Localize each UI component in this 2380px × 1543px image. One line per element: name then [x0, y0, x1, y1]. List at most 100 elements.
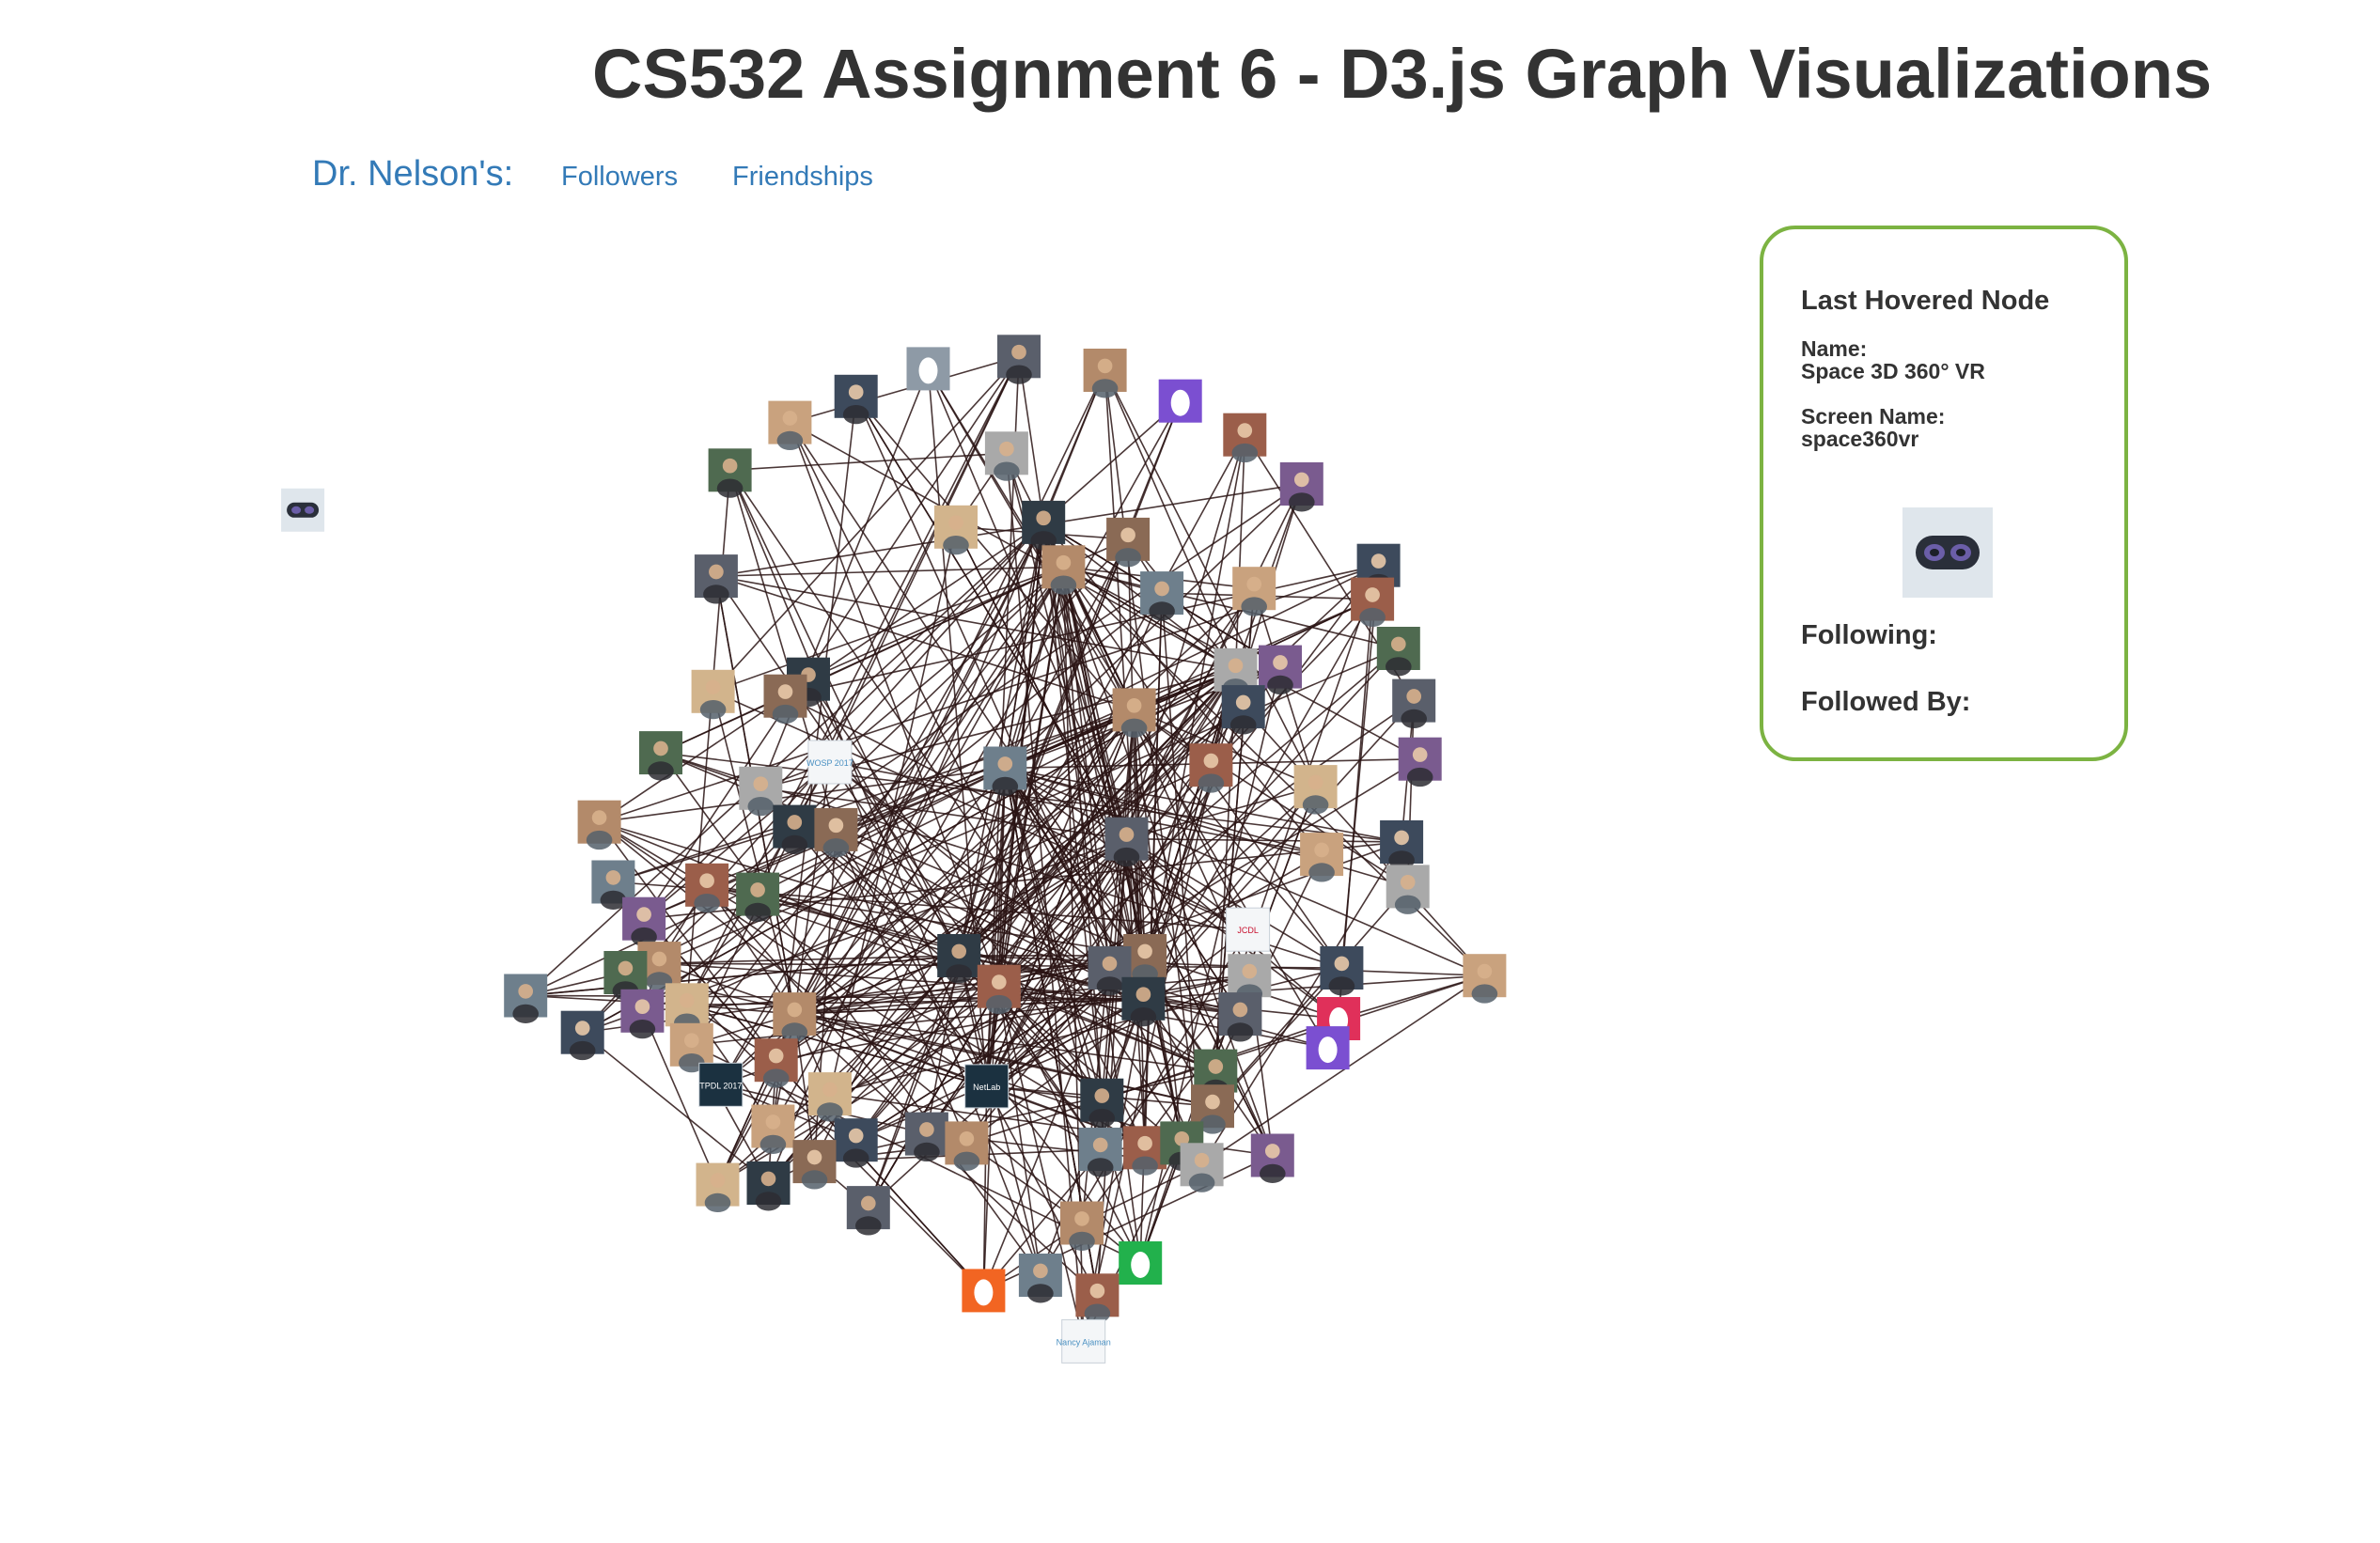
profile-photo-icon[interactable] — [560, 1010, 604, 1061]
logo-avatar-icon[interactable]: Nancy Ajaman — [1057, 1318, 1111, 1364]
profile-photo-icon[interactable] — [754, 1038, 798, 1088]
profile-photo-icon[interactable] — [694, 554, 738, 604]
profile-photo-icon[interactable] — [1112, 688, 1156, 738]
profile-photo-icon[interactable] — [736, 872, 780, 923]
profile-photo-icon[interactable] — [1060, 1201, 1104, 1251]
profile-photo-icon[interactable] — [1232, 567, 1276, 616]
profile-photo-icon[interactable] — [696, 1162, 740, 1213]
graph-link — [1142, 700, 1415, 1000]
profile-photo-icon[interactable] — [620, 989, 665, 1039]
graph-link — [525, 522, 1044, 997]
profile-photo-icon[interactable] — [814, 807, 858, 858]
graph-link — [691, 997, 1144, 1046]
profile-photo-icon[interactable] — [739, 766, 783, 817]
profile-photo-icon[interactable] — [591, 860, 635, 910]
graph-link — [643, 355, 1020, 920]
profile-photo-icon[interactable] — [577, 800, 621, 850]
graph-link — [793, 566, 1065, 1015]
logo-avatar-icon[interactable]: JCDL — [1226, 907, 1271, 952]
profile-photo-icon[interactable] — [807, 1072, 852, 1122]
profile-photo-icon[interactable] — [1279, 462, 1323, 512]
profile-photo-icon[interactable] — [751, 1104, 795, 1154]
profile-photo-icon[interactable] — [1080, 1078, 1124, 1129]
graph-link — [1042, 522, 1145, 999]
profile-photo-icon[interactable] — [1075, 1273, 1120, 1323]
default-egg-avatar-icon[interactable] — [962, 1269, 1006, 1313]
default-egg-avatar-icon[interactable] — [1158, 379, 1202, 423]
profile-photo-icon[interactable] — [1140, 571, 1184, 621]
profile-photo-icon[interactable] — [937, 934, 981, 984]
default-egg-avatar-icon[interactable] — [1306, 1026, 1350, 1070]
graph-link — [729, 452, 1007, 472]
profile-photo-icon[interactable] — [1104, 817, 1149, 867]
profile-photo-icon[interactable] — [1293, 765, 1338, 815]
profile-photo-icon[interactable] — [763, 674, 807, 725]
profile-photo-icon[interactable] — [1223, 413, 1267, 463]
profile-photo-icon[interactable] — [977, 964, 1021, 1015]
profile-photo-icon[interactable] — [1121, 976, 1166, 1027]
vr-headset-icon[interactable] — [281, 488, 325, 532]
profile-photo-icon[interactable] — [945, 1121, 989, 1171]
graph-link — [789, 422, 1000, 987]
profile-photo-icon[interactable] — [834, 374, 878, 425]
graph-link — [1142, 434, 1246, 999]
profile-photo-icon[interactable] — [1123, 1126, 1167, 1176]
profile-photo-icon[interactable] — [934, 505, 978, 555]
profile-photo-icon[interactable] — [1320, 946, 1364, 996]
profile-photo-icon[interactable] — [1180, 1143, 1224, 1192]
profile-photo-icon[interactable] — [669, 1022, 713, 1073]
profile-photo-icon[interactable] — [1463, 954, 1507, 1004]
default-egg-avatar-icon[interactable] — [906, 347, 950, 391]
profile-photo-icon[interactable] — [1221, 685, 1265, 735]
logo-avatar-icon[interactable]: NetLab — [964, 1064, 1010, 1109]
profile-photo-icon[interactable] — [708, 448, 752, 498]
profile-photo-icon[interactable] — [622, 896, 666, 947]
profile-photo-icon[interactable] — [1078, 1128, 1122, 1177]
graph-link — [659, 647, 1400, 964]
profile-photo-icon[interactable] — [1398, 737, 1442, 787]
profile-photo-icon[interactable] — [904, 1112, 948, 1162]
profile-photo-icon[interactable] — [983, 746, 1027, 796]
profile-photo-icon[interactable] — [773, 992, 817, 1042]
graph-link — [1104, 369, 1317, 787]
profile-photo-icon[interactable] — [997, 335, 1041, 384]
profile-photo-icon[interactable] — [691, 669, 735, 720]
profile-photo-icon[interactable] — [834, 1118, 878, 1168]
profile-photo-icon[interactable] — [846, 1186, 890, 1236]
profile-photo-icon[interactable] — [1376, 627, 1420, 677]
nav-link-friendships[interactable]: Friendships — [732, 162, 873, 192]
profile-photo-icon[interactable] — [1041, 545, 1086, 595]
profile-photo-icon[interactable] — [1191, 1084, 1234, 1134]
graph-link — [686, 1004, 987, 1087]
profile-photo-icon[interactable] — [1088, 946, 1132, 996]
profile-photo-icon[interactable] — [984, 431, 1028, 481]
nav-link-followers[interactable]: Followers — [561, 162, 679, 192]
logo-avatar-icon[interactable]: TPDL 2017 — [698, 1062, 744, 1107]
profile-photo-icon[interactable] — [1392, 678, 1436, 729]
profile-photo-icon[interactable] — [1380, 820, 1424, 870]
profile-photo-icon[interactable] — [1022, 500, 1066, 551]
profile-photo-icon[interactable] — [1351, 577, 1395, 628]
logo-avatar-icon[interactable]: WOSP 2017 — [806, 740, 853, 785]
default-egg-avatar-icon[interactable] — [1119, 1241, 1163, 1285]
profile-photo-icon[interactable] — [1259, 645, 1302, 695]
profile-photo-icon[interactable] — [1018, 1254, 1062, 1303]
profile-photo-icon[interactable] — [1218, 992, 1262, 1042]
graph-link — [1062, 567, 1104, 1100]
profile-photo-icon[interactable] — [773, 804, 817, 855]
profile-photo-icon[interactable] — [768, 400, 812, 451]
profile-photo-icon[interactable] — [792, 1140, 837, 1190]
profile-photo-icon[interactable] — [1106, 517, 1151, 568]
profile-photo-icon[interactable] — [746, 1161, 791, 1211]
profile-photo-icon[interactable] — [685, 863, 729, 913]
profile-photo-icon[interactable] — [639, 731, 682, 781]
profile-photo-icon[interactable] — [504, 974, 548, 1023]
profile-photo-icon[interactable] — [1189, 743, 1233, 793]
profile-photo-icon[interactable] — [1083, 349, 1127, 398]
profile-photo-icon[interactable] — [1386, 865, 1430, 914]
profile-photo-icon[interactable] — [1250, 1133, 1294, 1183]
graph-link — [757, 767, 1006, 896]
graph-link — [793, 522, 1044, 1015]
profile-photo-icon[interactable] — [1300, 833, 1344, 882]
